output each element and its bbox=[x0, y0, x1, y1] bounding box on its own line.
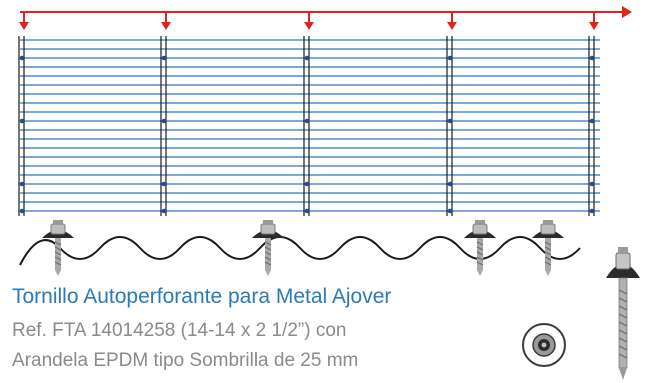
screw-large-icon bbox=[606, 247, 640, 380]
fixing-arrow bbox=[447, 12, 457, 30]
product-washer-description: Arandela EPDM tipo Sombrilla de 25 mm bbox=[12, 350, 359, 371]
screw-icon bbox=[463, 219, 497, 277]
fixing-arrow-line bbox=[20, 6, 632, 18]
fixing-arrows bbox=[19, 12, 599, 30]
fixing-points bbox=[19, 55, 595, 214]
fixing-arrow bbox=[589, 12, 599, 30]
purlin-supports bbox=[18, 36, 595, 216]
screw-icon bbox=[531, 219, 565, 277]
roof-sheet-grid bbox=[20, 39, 600, 212]
fixing-arrow bbox=[19, 12, 29, 30]
screw-icon bbox=[251, 219, 285, 277]
screw-icon bbox=[41, 219, 75, 277]
product-reference: Ref. FTA 14014258 (14-14 x 2 1/2”) con bbox=[12, 320, 347, 341]
corrugated-sheet-profile bbox=[19, 236, 581, 266]
product-title: Tornillo Autoperforante para Metal Ajove… bbox=[12, 285, 392, 308]
fixing-arrow bbox=[304, 12, 314, 30]
washer-top-view-icon bbox=[522, 323, 566, 367]
fixing-arrow bbox=[161, 12, 171, 30]
